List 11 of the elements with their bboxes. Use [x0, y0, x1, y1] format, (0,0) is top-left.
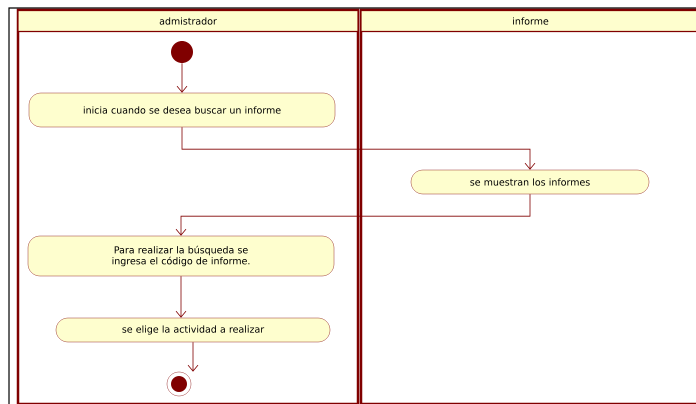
- arrow: [176, 194, 530, 236]
- end-circle: [166, 372, 192, 396]
- arrow: [188, 342, 198, 372]
- arrow: [182, 126, 536, 170]
- arrow: [176, 62, 188, 93]
- action-box: inicia cuando se desea buscar un informe: [28, 92, 336, 128]
- action-box: se muestran los informes: [410, 170, 650, 194]
- action-box: Para realizar la búsqueda se ingresa el código de informe.: [28, 236, 334, 276]
- start-circle: [171, 41, 193, 63]
- action-box: se elige la actividad a realizar: [56, 318, 330, 342]
- arrow: [176, 276, 186, 318]
